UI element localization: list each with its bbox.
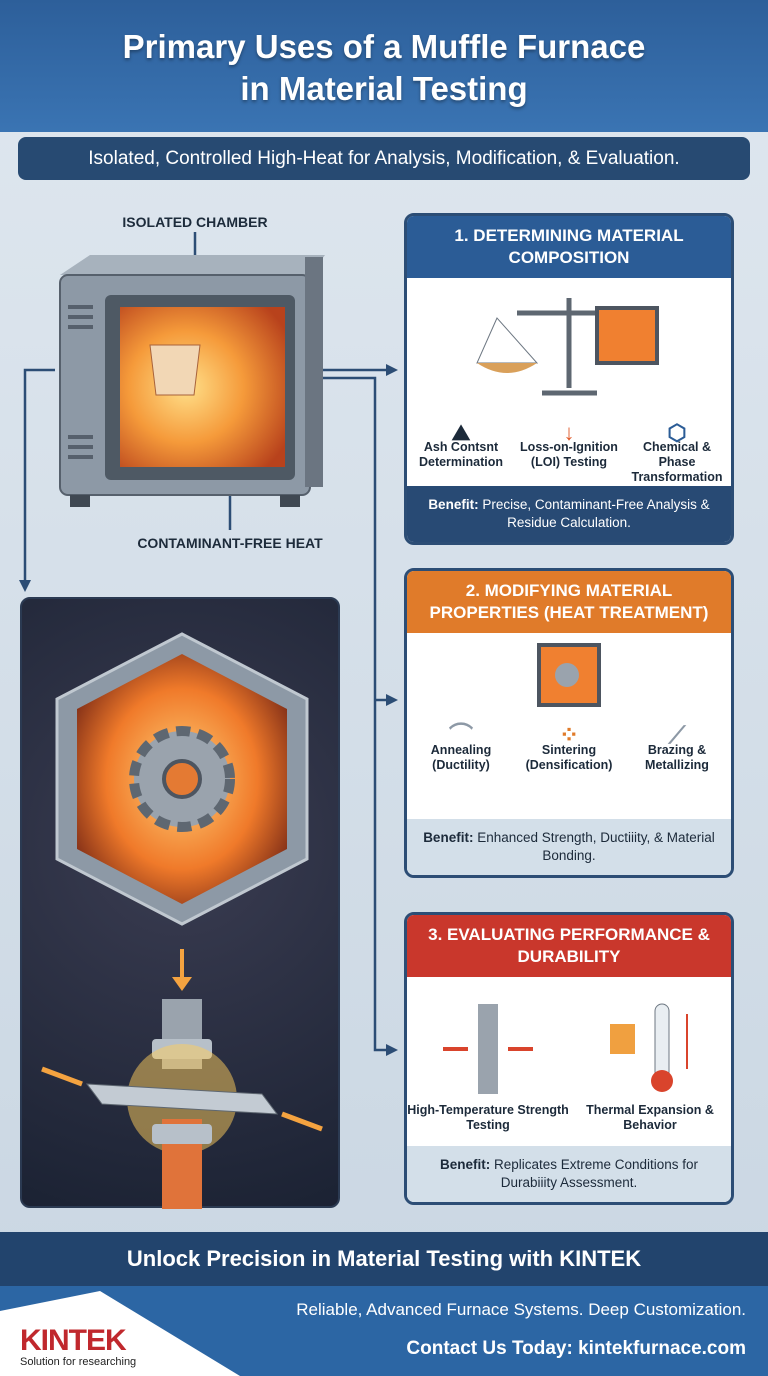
item-thermal-expansion: Thermal Expansion & Behavior bbox=[569, 999, 731, 1133]
item-ash-content: ⛰Ash Contsnt Determination bbox=[408, 420, 515, 485]
kintek-logo: KINTEK bbox=[20, 1324, 127, 1357]
heat-treatment-illustration-panel bbox=[20, 597, 340, 1209]
card-benefit: Benefit: Enhanced Strength, Ductiiity, &… bbox=[407, 819, 731, 875]
particles-icon: ⁘ bbox=[558, 722, 580, 749]
card-benefit: Benefit: Replicates Extreme Conditions f… bbox=[407, 1146, 731, 1202]
item-chemical-phase: ⬡Chemical & Phase Transformation bbox=[624, 420, 731, 485]
logo-background bbox=[0, 1291, 240, 1376]
joined-pipes-icon: ⟋ bbox=[668, 722, 686, 749]
bending-bar-icon: ⌒ bbox=[449, 722, 473, 749]
item-loi-testing: ↓Loss-on-Ignition (LOI) Testing bbox=[516, 420, 623, 485]
furnace-gear-icon bbox=[537, 643, 601, 707]
card-performance-durability: 3. EVALUATING PERFORMANCE & DURABILITY H… bbox=[404, 912, 734, 1205]
furnace-illustration bbox=[59, 255, 325, 507]
item-sintering: ⁘Sintering (Densification) bbox=[516, 722, 623, 773]
thermometer-icon bbox=[610, 1003, 688, 1092]
card-benefit: Benefit: Precise, Contaminant-Free Analy… bbox=[407, 486, 731, 542]
card-title: 3. EVALUATING PERFORMANCE & DURABILITY bbox=[407, 915, 731, 977]
item-brazing: ⟋Brazing & Metallizing bbox=[624, 722, 731, 773]
item-annealing: ⌒Annealing (Ductility) bbox=[408, 722, 515, 773]
gear-and-specimen-illustration bbox=[41, 632, 323, 1209]
item-strength-testing: High-Temperature Strength Testing bbox=[407, 999, 569, 1133]
footer-tagline: Reliable, Advanced Furnace Systems. Deep… bbox=[296, 1300, 746, 1319]
card-title: 2. MODIFYING MATERIAL PROPERTIES (HEAT T… bbox=[407, 571, 731, 633]
logo-tagline: Solution for researching bbox=[20, 1356, 137, 1368]
cta-banner: Unlock Precision in Material Testing wit… bbox=[0, 1232, 768, 1286]
label-isolated-chamber: ISOLATED CHAMBER bbox=[122, 214, 268, 230]
subtitle: Isolated, Controlled High-Heat for Analy… bbox=[18, 137, 750, 180]
card-heat-treatment: 2. MODIFYING MATERIAL PROPERTIES (HEAT T… bbox=[404, 568, 734, 878]
tensile-specimen-icon bbox=[443, 1004, 533, 1094]
balance-scale-furnace-icon bbox=[476, 298, 659, 396]
molecule-cube-icon: ⬡ bbox=[667, 420, 687, 445]
contact-link[interactable]: Contact Us Today: kintekfurnace.com bbox=[406, 1338, 746, 1359]
card-title: 1. DETERMINING MATERIAL COMPOSITION bbox=[407, 216, 731, 278]
label-contaminant-free-heat: CONTAMINANT-FREE HEAT bbox=[137, 535, 323, 551]
footer: KINTEK Solution for researching Reliable… bbox=[0, 1286, 768, 1376]
ash-pile-icon: ⛰ bbox=[451, 420, 471, 445]
card-material-composition: 1. DETERMINING MATERIAL COMPOSITION ⛰Ash… bbox=[404, 213, 734, 545]
down-arrow-icon: ↓ bbox=[563, 420, 575, 445]
